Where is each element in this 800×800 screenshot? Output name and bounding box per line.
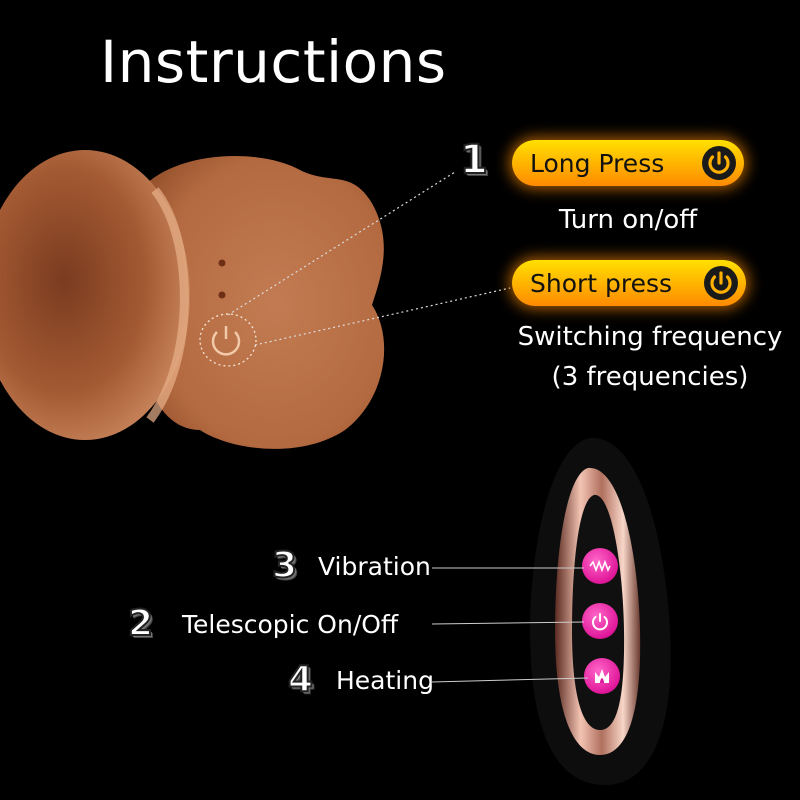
short-press-caption-line-2: (3 frequencies) [551, 362, 749, 392]
indicator-dot [218, 259, 226, 267]
suction-base-back [140, 156, 385, 449]
heating-label: Heating [336, 666, 434, 695]
indicator-dot [218, 291, 226, 299]
suction-cup-front [0, 150, 190, 440]
power-icon [704, 266, 738, 300]
telescopic-power-button[interactable] [582, 603, 618, 639]
vibration-button[interactable] [582, 548, 618, 584]
telescopic-number: 2 [127, 603, 154, 644]
product-power-button-icon [211, 326, 241, 356]
product-base-illustration [0, 150, 385, 449]
flame-icon [595, 669, 609, 683]
long-press-caption: Turn on/off [558, 205, 698, 235]
heating-button[interactable] [584, 658, 620, 694]
step-number: 1 [459, 137, 489, 183]
telescopic-label: Telescopic On/Off [182, 610, 399, 639]
page-title: Instructions [100, 28, 447, 96]
power-icon [592, 613, 608, 631]
short-press-label: Short press [530, 268, 673, 298]
vibration-label: Vibration [318, 552, 431, 581]
heating-number: 4 [287, 659, 314, 700]
vibration-number: 3 [271, 545, 298, 586]
power-icon [702, 146, 736, 180]
power-button-highlight [199, 313, 257, 367]
short-press-button: Short press [512, 260, 746, 306]
short-press-caption-line-1: Switching frequency [517, 322, 783, 352]
long-press-button: Long Press [512, 140, 744, 186]
wave-icon [589, 560, 611, 572]
long-press-label: Long Press [530, 148, 665, 178]
